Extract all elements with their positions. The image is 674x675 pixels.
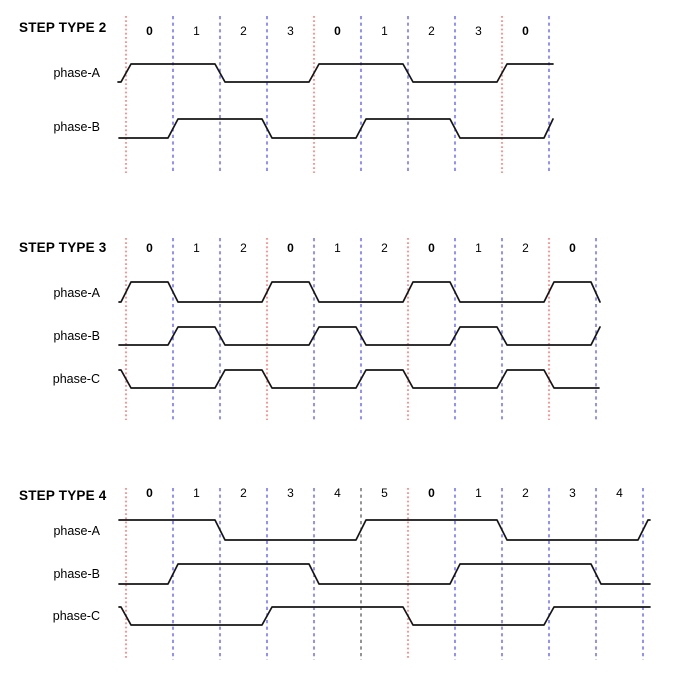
phase-C-label: phase-C <box>53 372 100 386</box>
step-number-label: 0 <box>146 486 153 500</box>
phase-C-waveform <box>118 369 600 389</box>
section-title: STEP TYPE 4 <box>19 488 107 503</box>
step-number-label: 0 <box>146 24 153 38</box>
phase-B-label: phase-B <box>53 329 100 343</box>
section-step-type-4: 0 1 2 3 4 5 0 1 2 3 4 STEP TYPE 4 phase-A phase-B phas… <box>19 486 651 660</box>
step-number-label: 2 <box>240 486 247 500</box>
phase-C-waveform <box>118 606 651 626</box>
phase-A-label: phase-A <box>53 524 100 538</box>
section-title: STEP TYPE 3 <box>19 240 107 255</box>
phase-A-waveform <box>117 63 554 83</box>
step-number-label: 0 <box>334 24 341 38</box>
step-number-label: 3 <box>475 24 482 38</box>
step-number-label: 1 <box>475 486 482 500</box>
step-number-label: 0 <box>146 241 153 255</box>
phase-B-label: phase-B <box>53 567 100 581</box>
step-number-label: 1 <box>193 486 200 500</box>
step-number-label: 0 <box>428 486 435 500</box>
step-number-label: 4 <box>616 486 623 500</box>
step-number-label: 4 <box>334 486 341 500</box>
step-number-label: 2 <box>522 241 529 255</box>
step-number-label: 3 <box>287 486 294 500</box>
section-step-type-3: 0 1 2 0 1 2 0 1 2 0 STEP TYPE 3 phase-A phase-B phase… <box>19 238 601 420</box>
step-number-label: 1 <box>334 241 341 255</box>
phase-A-label: phase-A <box>53 66 100 80</box>
step-number-label: 3 <box>287 24 294 38</box>
phase-A-waveform <box>118 281 601 303</box>
step-number-label: 2 <box>381 241 388 255</box>
phase-A-waveform <box>118 519 651 541</box>
section-title: STEP TYPE 2 <box>19 20 107 35</box>
step-number-label: 2 <box>240 24 247 38</box>
step-number-label: 2 <box>428 24 435 38</box>
step-number-label: 0 <box>428 241 435 255</box>
step-number-label: 1 <box>475 241 482 255</box>
phase-B-waveform <box>118 118 554 139</box>
step-number-label: 0 <box>569 241 576 255</box>
step-number-label: 5 <box>381 486 388 500</box>
step-number-label: 2 <box>522 486 529 500</box>
step-number-label: 0 <box>287 241 294 255</box>
phase-A-label: phase-A <box>53 286 100 300</box>
phase-B-waveform <box>118 326 601 346</box>
step-number-label: 1 <box>193 241 200 255</box>
phase-B-label: phase-B <box>53 120 100 134</box>
phase-C-label: phase-C <box>53 609 100 623</box>
step-number-label: 1 <box>193 24 200 38</box>
section-step-type-2: 0 1 2 3 0 1 2 3 0 STEP TYPE 2 phase-A phase-B <box>19 16 554 173</box>
phase-B-waveform <box>118 563 651 585</box>
step-number-label: 0 <box>522 24 529 38</box>
step-number-label: 2 <box>240 241 247 255</box>
step-number-label: 1 <box>381 24 388 38</box>
step-number-label: 3 <box>569 486 576 500</box>
